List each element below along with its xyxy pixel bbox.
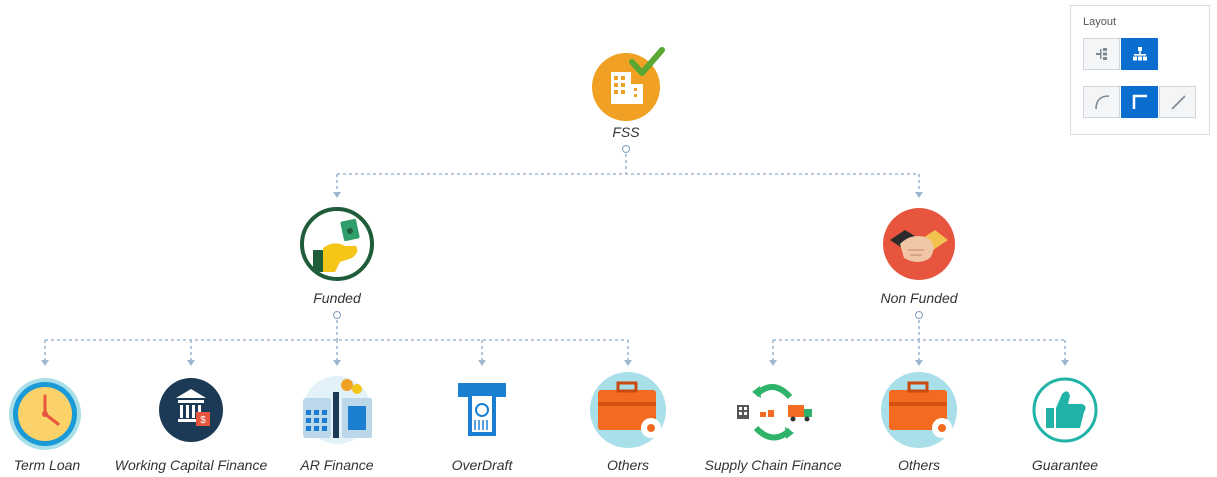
- layout-panel-title: Layout: [1083, 16, 1117, 28]
- briefcase-gear-icon[interactable]: [881, 372, 957, 448]
- briefcase-gear-icon[interactable]: [590, 372, 666, 448]
- node-label: Term Loan: [13, 457, 81, 473]
- root-connector: [336, 154, 920, 192]
- curved-line-button[interactable]: [1083, 86, 1120, 118]
- orthogonal-line-icon: [1132, 94, 1147, 109]
- vertical-tree-icon: [1132, 47, 1147, 61]
- curved-line-icon: [1094, 95, 1109, 110]
- straight-line-icon: [1170, 95, 1186, 110]
- supply-chain-icon[interactable]: [737, 384, 812, 441]
- calculator-icon[interactable]: [303, 376, 372, 444]
- thumbs-up-icon[interactable]: [1032, 377, 1098, 443]
- arrowhead: [1061, 360, 1069, 366]
- node-label: Funded: [313, 290, 361, 306]
- svg-text:$: $: [200, 415, 206, 426]
- orthogonal-line-button[interactable]: [1121, 86, 1158, 118]
- node-label: Others: [897, 457, 941, 473]
- arrowheads: [41, 192, 1069, 366]
- arrowhead: [769, 360, 777, 366]
- node-label: Guarantee: [1031, 457, 1099, 473]
- arrowhead: [478, 360, 486, 366]
- fss-node-icon[interactable]: [592, 47, 665, 121]
- expand-collapse-handle[interactable]: [915, 311, 923, 319]
- nonfunded-connector: [772, 320, 1066, 360]
- funded-connector: [44, 320, 629, 360]
- checkmark-icon: [629, 47, 665, 76]
- arrowhead: [915, 192, 923, 198]
- arrowhead: [333, 360, 341, 366]
- arrowhead: [915, 360, 923, 366]
- connector-lines: [44, 154, 1066, 360]
- money-hand-icon[interactable]: [300, 207, 374, 281]
- node-label: OverDraft: [451, 457, 513, 473]
- node-label: Non Funded: [880, 290, 958, 306]
- vertical-tree-button[interactable]: [1121, 38, 1158, 70]
- bank-icon[interactable]: $: [159, 378, 223, 442]
- arrowhead: [41, 360, 49, 366]
- node-label: FSS: [612, 124, 640, 140]
- node-label: Others: [606, 457, 650, 473]
- expand-collapse-handle[interactable]: [622, 145, 630, 153]
- arrowhead: [333, 192, 341, 198]
- clock-icon[interactable]: [9, 378, 81, 450]
- arrowhead: [624, 360, 632, 366]
- node-label: AR Finance: [300, 457, 374, 473]
- arrowhead: [187, 360, 195, 366]
- horizontal-tree-icon: [1095, 48, 1107, 60]
- handshake-icon[interactable]: [883, 208, 955, 280]
- horizontal-tree-button[interactable]: [1083, 38, 1120, 70]
- straight-line-button[interactable]: [1159, 86, 1196, 118]
- layout-panel: Layout: [1070, 5, 1210, 135]
- atm-icon[interactable]: [458, 383, 506, 436]
- node-label: Working Capital Finance: [114, 457, 268, 473]
- expand-collapse-handle[interactable]: [333, 311, 341, 319]
- node-label: Supply Chain Finance: [704, 457, 842, 473]
